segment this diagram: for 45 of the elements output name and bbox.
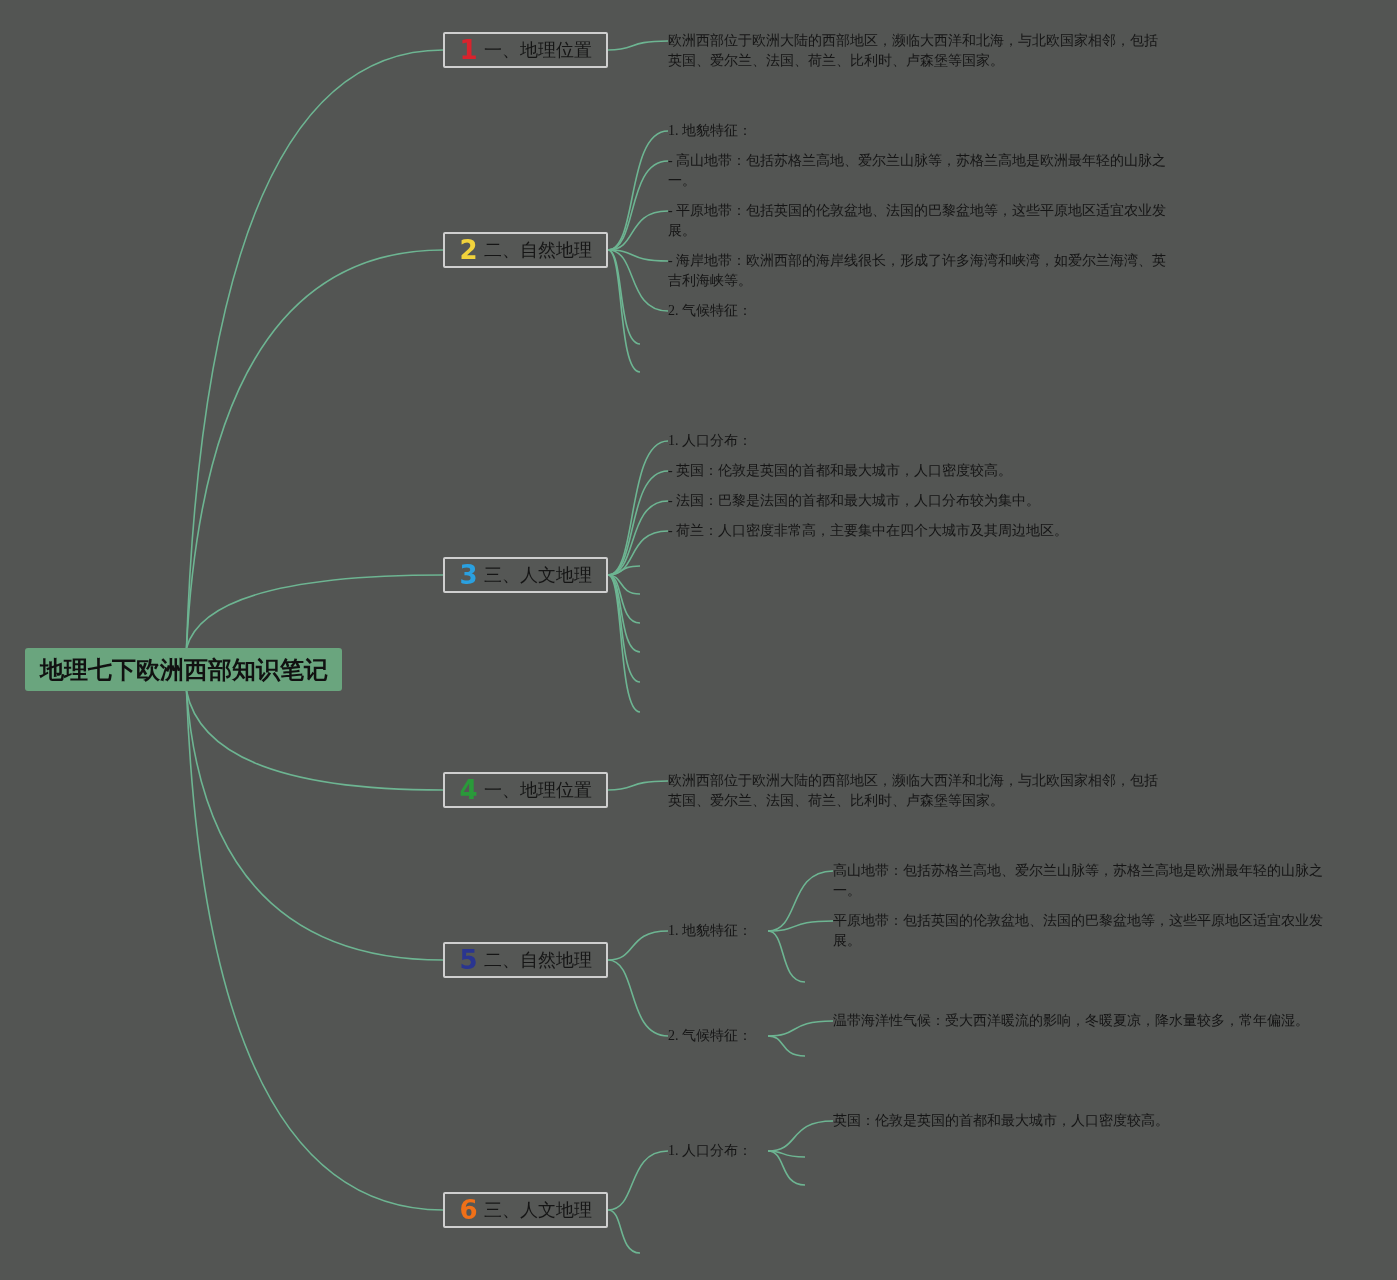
note-text: 平原地带：包括英国的伦敦盆地、法国的巴黎盆地等，这些平原地区适宜农业发展。 (833, 911, 1328, 951)
note-text: - 平原地带：包括英国的伦敦盆地、法国的巴黎盆地等，这些平原地区适宜农业发展。 (668, 201, 1173, 241)
note-text: 1. 地貌特征： (668, 121, 768, 141)
topic-label: 三、人文地理 (483, 1198, 592, 1222)
branch-line (607, 40, 669, 51)
branch-line (607, 780, 669, 791)
note-text: 2. 气候特征： (668, 301, 768, 321)
branch-line (767, 1035, 806, 1057)
topic-box (443, 772, 608, 808)
topic-label: 三、人文地理 (483, 563, 592, 587)
topic-number: 3 (459, 560, 478, 590)
branch-line (185, 249, 444, 649)
topic-label: 二、自然地理 (483, 948, 592, 972)
note-text: - 海岸地带：欧洲西部的海岸线很长，形成了许多海湾和峡湾，如爱尔兰海湾、英吉利海峡等。 (668, 251, 1173, 291)
topic-box (443, 32, 608, 68)
note-text: 温带海洋性气候：受大西洋暖流的影响，冬暖夏凉，降水量较多，常年偏湿。 (833, 1011, 1328, 1031)
branch-line (185, 690, 444, 961)
note-text: 高山地带：包括苏格兰高地、爱尔兰山脉等，苏格兰高地是欧洲最年轻的山脉之一。 (833, 861, 1328, 901)
note-text: 1. 地貌特征： (668, 921, 768, 941)
topic-number: 4 (459, 775, 478, 805)
branch-line (607, 574, 641, 713)
branch-line (767, 1150, 806, 1186)
branch-line (607, 959, 669, 1037)
topic-number: 2 (459, 235, 478, 265)
branch-line (185, 574, 444, 649)
branch-line (185, 690, 444, 1211)
branch-line (185, 690, 444, 791)
topic-box (443, 942, 608, 978)
topic-number: 6 (459, 1195, 478, 1225)
branch-line (607, 249, 641, 373)
topic-number: 1 (459, 35, 478, 65)
topic-number: 5 (459, 945, 478, 975)
branch-line (607, 1209, 641, 1254)
branch-line (767, 920, 834, 932)
topic-label: 二、自然地理 (483, 238, 592, 262)
central-topic-box: 地理七下欧洲西部知识笔记 (25, 648, 342, 691)
branch-line (767, 930, 806, 983)
branch-line (607, 574, 641, 683)
topic-box (443, 557, 608, 593)
topic-box (443, 232, 608, 268)
note-text: 2. 气候特征： (668, 1026, 768, 1046)
branch-line (607, 1150, 669, 1211)
branch-line (607, 930, 669, 961)
topic-box (443, 1192, 608, 1228)
note-text: - 高山地带：包括苏格兰高地、爱尔兰山脉等，苏格兰高地是欧洲最年轻的山脉之一。 (668, 151, 1173, 191)
